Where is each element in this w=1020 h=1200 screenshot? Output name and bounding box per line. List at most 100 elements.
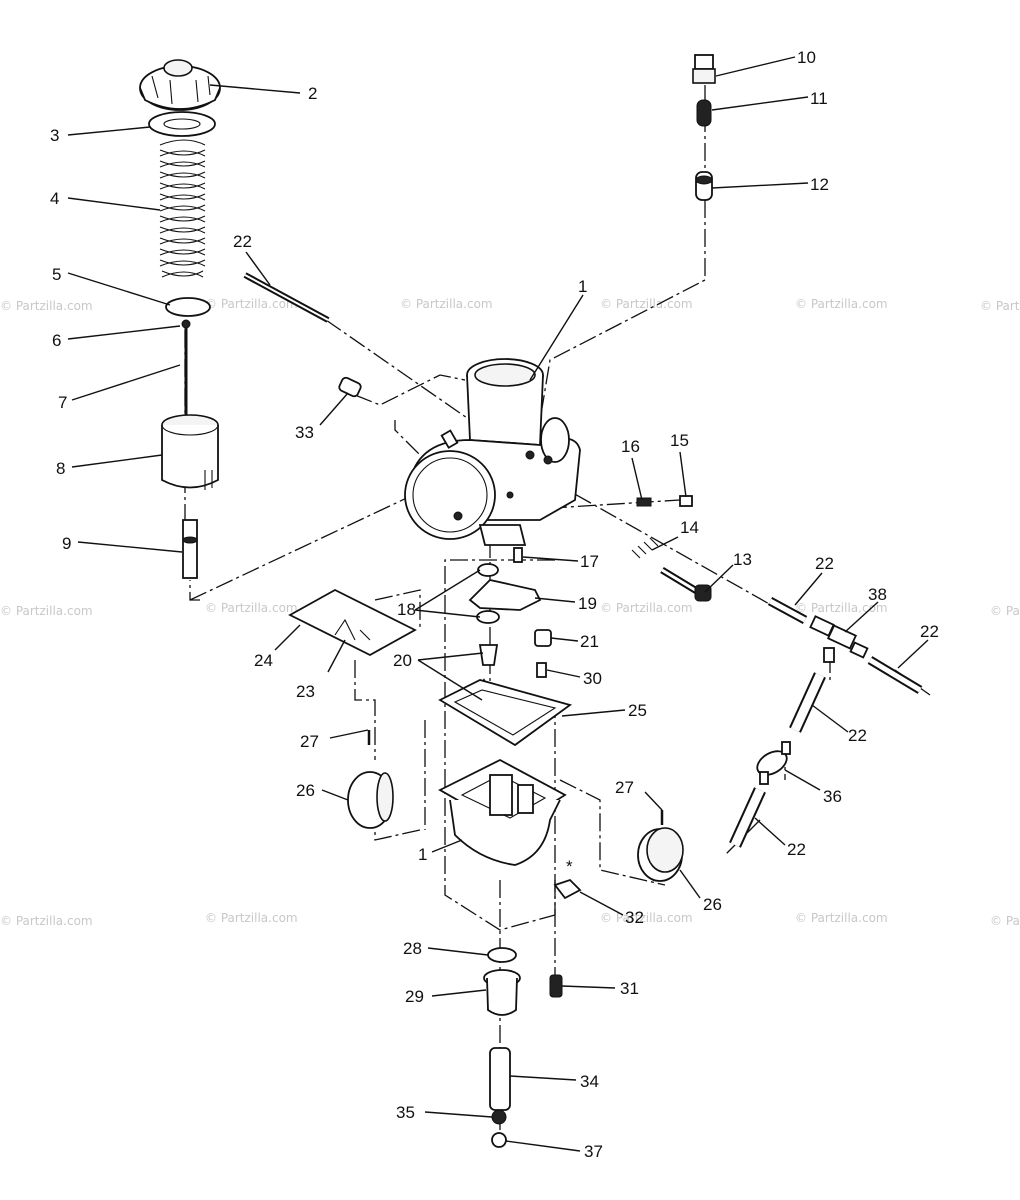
callout-19: 19 [578, 594, 597, 613]
needle-clip-plate [165, 297, 211, 317]
throttle-valve [161, 414, 219, 490]
watermark: © Partzilla.com [600, 297, 693, 311]
tee-fitting [809, 615, 869, 663]
callout-23: 23 [296, 682, 315, 701]
callout-3: 3 [50, 126, 59, 145]
callout-22: 22 [233, 232, 252, 251]
watermark: © Partzilla.com [990, 604, 1020, 618]
drain-bolt [491, 1132, 507, 1148]
washer [148, 111, 216, 137]
watermark: © Partzilla.com [0, 914, 93, 928]
leader-lines [67, 56, 929, 1152]
callout-22-d: 22 [848, 726, 867, 745]
asterisk-note: * [566, 857, 573, 876]
callout-36: 36 [823, 787, 842, 806]
callout-22-e: 22 [787, 840, 806, 859]
carburetor-body [404, 358, 581, 546]
main-jet [536, 662, 547, 678]
callout-22-c: 22 [920, 622, 939, 641]
bowl-screw [549, 974, 563, 998]
callout-14: 14 [680, 518, 699, 537]
callout-30: 30 [583, 669, 602, 688]
callout-26: 26 [296, 781, 315, 800]
callout-21: 21 [580, 632, 599, 651]
hose [729, 787, 766, 848]
watermark: © Partzilla.com [0, 299, 93, 313]
watermark: © Partzilla.com [795, 297, 888, 311]
callout-labels: 2 3 4 5 6 7 8 9 10 11 12 22 1 33 16 15 1… [50, 48, 939, 1161]
callout-20: 20 [393, 651, 412, 670]
callout-34: 34 [580, 1072, 599, 1091]
callout-22-b: 22 [815, 554, 834, 573]
callout-38: 38 [868, 585, 887, 604]
watermark: © Partzilla.com [600, 601, 693, 615]
watermark: © Partzilla.com [795, 601, 888, 615]
watermarks: © Partzilla.com © Partzilla.com © Partzi… [0, 297, 1020, 928]
callout-33: 33 [295, 423, 314, 442]
callout-12: 12 [810, 175, 829, 194]
hose [867, 656, 923, 694]
hose [767, 597, 808, 624]
callout-25: 25 [628, 701, 647, 720]
pilot-screw [679, 495, 693, 507]
drain-tube [489, 1047, 511, 1111]
callout-31: 31 [620, 979, 639, 998]
watermark: © Partzilla.com [205, 601, 298, 615]
hose [789, 672, 826, 733]
callout-13: 13 [733, 550, 752, 569]
float-bowl-gasket [438, 679, 573, 747]
watermark: © Partzilla.com [400, 297, 493, 311]
o-ring [477, 563, 499, 577]
callout-16: 16 [621, 437, 640, 456]
drain-clip [553, 878, 582, 900]
callout-28: 28 [403, 939, 422, 958]
e-clip [181, 319, 191, 329]
callout-18: 18 [397, 600, 416, 619]
callout-15: 15 [670, 431, 689, 450]
fuel-filter [756, 741, 791, 785]
assembly-lines [184, 85, 931, 1140]
fitting-stack [692, 54, 716, 201]
callout-37: 37 [584, 1142, 603, 1161]
callout-8: 8 [56, 459, 65, 478]
watermark: © Partzilla.com [205, 297, 298, 311]
o-ring [476, 610, 500, 624]
callout-9: 9 [62, 534, 71, 553]
callout-4: 4 [50, 189, 59, 208]
watermark: © Partzilla.com [0, 604, 93, 618]
callout-26-right: 26 [703, 895, 722, 914]
drain-plug [483, 969, 521, 1016]
spring [159, 139, 206, 278]
top-cap [139, 59, 221, 111]
drain-nut [491, 1109, 507, 1125]
idle-spring [631, 537, 659, 559]
callout-27-right: 27 [615, 778, 634, 797]
watermark: © Partzilla.com [990, 914, 1020, 928]
callout-32: 32 [625, 908, 644, 927]
drain-o-ring [487, 947, 517, 963]
callout-1: 1 [578, 277, 587, 296]
idle-adjust-screw [660, 567, 712, 602]
callout-29: 29 [405, 987, 424, 1006]
watermark: © Partzilla.com [795, 911, 888, 925]
watermark: © Partzilla.com [980, 299, 1020, 313]
float-bowl [438, 758, 567, 866]
callout-1-bowl: 1 [418, 845, 427, 864]
watermark: © Partzilla.com [205, 911, 298, 925]
callout-7: 7 [58, 393, 67, 412]
parts: * [139, 54, 923, 1148]
float-plate [468, 579, 542, 611]
needle-valve [478, 644, 499, 666]
needle-jet [182, 519, 198, 579]
callout-27: 27 [300, 732, 319, 751]
sleeve [534, 629, 552, 647]
float [637, 827, 684, 882]
small-screw [513, 547, 523, 563]
callout-2: 2 [308, 84, 317, 103]
float [347, 771, 394, 829]
callout-6: 6 [52, 331, 61, 350]
callout-35: 35 [396, 1103, 415, 1122]
callout-24: 24 [254, 651, 273, 670]
callout-5: 5 [52, 265, 61, 284]
